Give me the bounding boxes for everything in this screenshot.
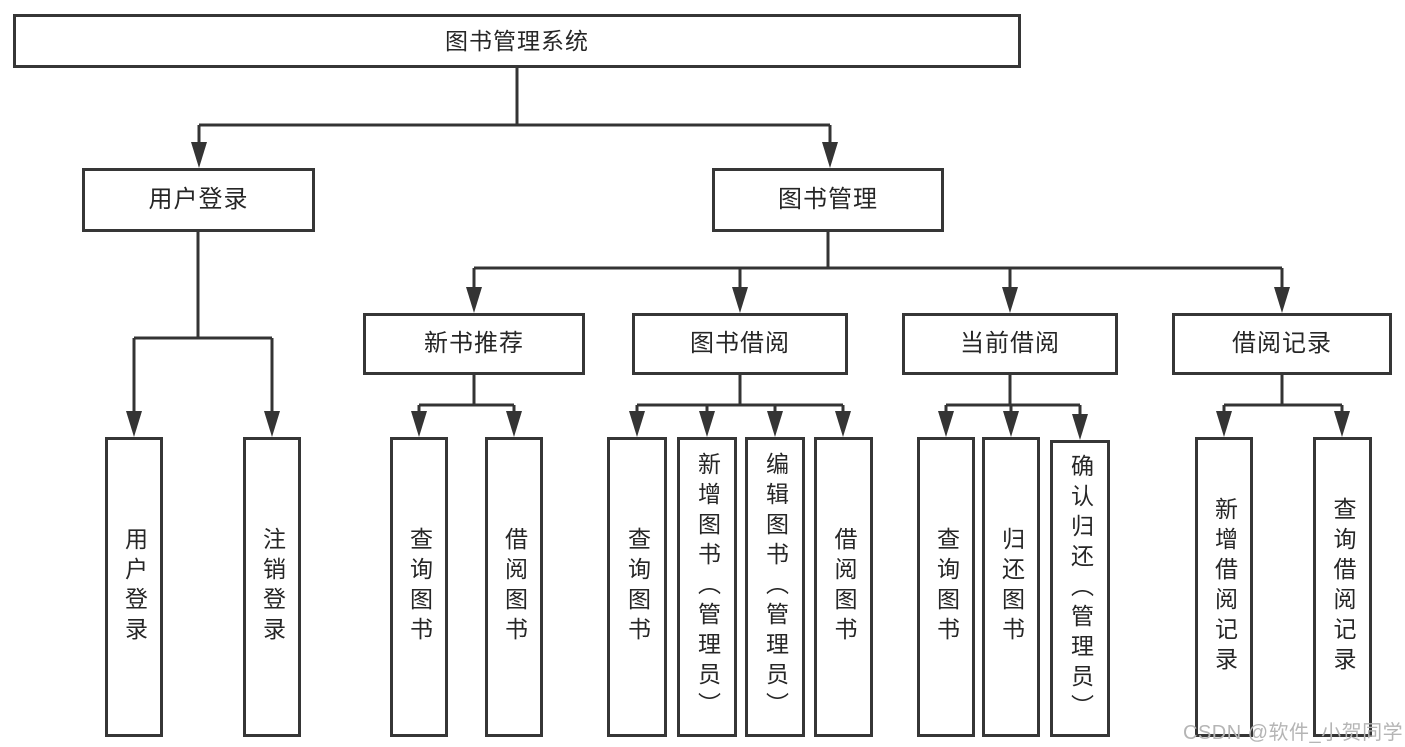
node-book-mgmt: 图书管理: [712, 168, 944, 232]
leaf-bb-query-books: 查询图书: [607, 437, 667, 737]
leaf-nb-borrow-books-label: 借阅图书: [501, 527, 528, 647]
node-user-login: 用户登录: [82, 168, 315, 232]
connector-new-book-rec-to-leaves: [411, 375, 522, 437]
leaf-user-login-label: 用户登录: [121, 527, 148, 647]
connector-borrow-records-to-leaves: [1216, 375, 1350, 437]
connector-book-borrow-to-leaves: [629, 375, 851, 437]
leaf-bb-edit-books-admin: 编辑图书（管理员）: [745, 437, 805, 737]
node-user-login-label: 用户登录: [148, 186, 249, 213]
node-root: 图书管理系统: [13, 14, 1021, 68]
connector-root-to-level2: [191, 68, 838, 168]
leaf-br-query-record: 查询借阅记录: [1313, 437, 1372, 737]
node-new-book-rec: 新书推荐: [363, 313, 585, 375]
leaf-br-query-record-label: 查询借阅记录: [1330, 497, 1356, 677]
leaf-bb-add-books-admin: 新增图书（管理员）: [677, 437, 737, 737]
node-book-borrow-label: 图书借阅: [690, 330, 790, 357]
node-book-mgmt-label: 图书管理: [778, 186, 878, 213]
connector-user-login-to-leaves: [126, 232, 280, 437]
leaf-nb-borrow-books: 借阅图书: [485, 437, 543, 737]
node-current-borrow: 当前借阅: [902, 313, 1118, 375]
node-new-book-rec-label: 新书推荐: [424, 330, 524, 357]
leaf-bb-edit-books-admin-label: 编辑图书（管理员）: [762, 452, 789, 722]
leaf-logout-label: 注销登录: [259, 527, 286, 647]
leaf-nb-query-books: 查询图书: [390, 437, 448, 737]
node-borrow-records-label: 借阅记录: [1232, 330, 1332, 357]
leaf-cb-query-books: 查询图书: [917, 437, 975, 737]
node-borrow-records: 借阅记录: [1172, 313, 1392, 375]
leaf-cb-return-books: 归还图书: [982, 437, 1040, 737]
leaf-cb-query-books-label: 查询图书: [933, 527, 960, 647]
leaf-nb-query-books-label: 查询图书: [406, 527, 433, 647]
csdn-watermark: CSDN @软件_小贺同学: [1183, 722, 1404, 744]
node-root-label: 图书管理系统: [445, 27, 589, 54]
leaf-logout: 注销登录: [243, 437, 301, 737]
leaf-br-add-record: 新增借阅记录: [1195, 437, 1253, 737]
connector-book-mgmt-to-level3: [466, 232, 1290, 313]
leaf-cb-return-books-label: 归还图书: [998, 527, 1025, 647]
leaf-user-login: 用户登录: [105, 437, 163, 737]
leaf-bb-query-books-label: 查询图书: [624, 527, 651, 647]
leaf-bb-borrow-books-label: 借阅图书: [831, 527, 857, 647]
leaf-cb-confirm-return-admin-label: 确认归还（管理员）: [1067, 453, 1094, 724]
connector-current-borrow-to-leaves: [938, 375, 1088, 440]
leaf-bb-borrow-books: 借阅图书: [814, 437, 873, 737]
leaf-bb-add-books-admin-label: 新增图书（管理员）: [694, 452, 721, 722]
node-current-borrow-label: 当前借阅: [960, 330, 1060, 357]
leaf-cb-confirm-return-admin: 确认归还（管理员）: [1050, 440, 1110, 737]
node-book-borrow: 图书借阅: [632, 313, 848, 375]
leaf-br-add-record-label: 新增借阅记录: [1211, 497, 1238, 677]
